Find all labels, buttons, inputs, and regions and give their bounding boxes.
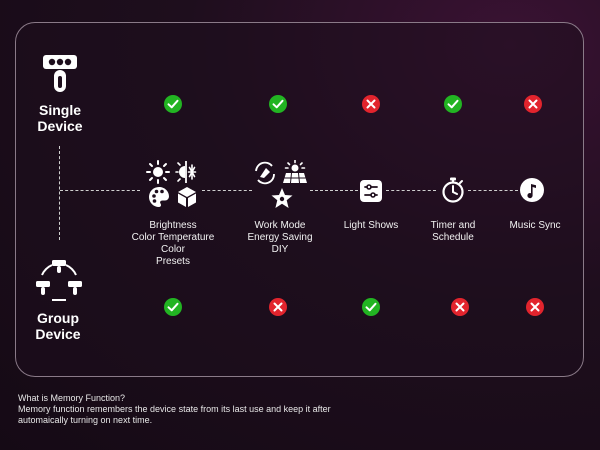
check-icon	[164, 298, 182, 316]
sun-icon	[146, 160, 170, 184]
info-description: Memory function remembers the device sta…	[18, 404, 331, 414]
music-note-icon	[520, 178, 544, 202]
check-icon	[362, 298, 380, 316]
stopwatch-icon	[442, 177, 464, 203]
info-question: What is Memory Function?	[18, 393, 126, 403]
cross-icon	[451, 298, 469, 316]
feature-label-music-sync: Music Sync	[509, 220, 561, 231]
cross-icon	[269, 298, 287, 316]
connector-line	[202, 190, 252, 191]
group-lamps-icon	[36, 260, 82, 301]
group-device-title: Group Device	[35, 310, 81, 342]
cross-icon	[362, 95, 380, 113]
single-device-title: Single Device	[37, 102, 83, 134]
memory-function-card	[15, 22, 584, 377]
check-icon	[164, 95, 182, 113]
single-lamp-icon	[43, 55, 77, 92]
diy-star-icon	[271, 188, 293, 208]
check-icon	[444, 95, 462, 113]
connector-line	[310, 190, 358, 191]
connector-line	[60, 190, 140, 191]
memory-function-info: What is Memory Function? Memory function…	[18, 393, 331, 426]
info-description-continued: automaically turning on next time.	[18, 415, 153, 425]
solar-panel-icon	[283, 160, 307, 184]
feature-label-light-shows: Light Shows	[343, 220, 399, 231]
cube-icon	[178, 187, 196, 207]
connector-line	[386, 190, 436, 191]
check-icon	[269, 95, 287, 113]
cross-icon	[524, 95, 542, 113]
cross-icon	[526, 298, 544, 316]
work-mode-icon	[255, 161, 275, 185]
palette-icon	[149, 187, 169, 207]
light-shows-icon	[360, 180, 382, 202]
vertical-connector	[59, 146, 60, 240]
color-temperature-icon	[175, 161, 197, 183]
connector-line	[468, 190, 518, 191]
